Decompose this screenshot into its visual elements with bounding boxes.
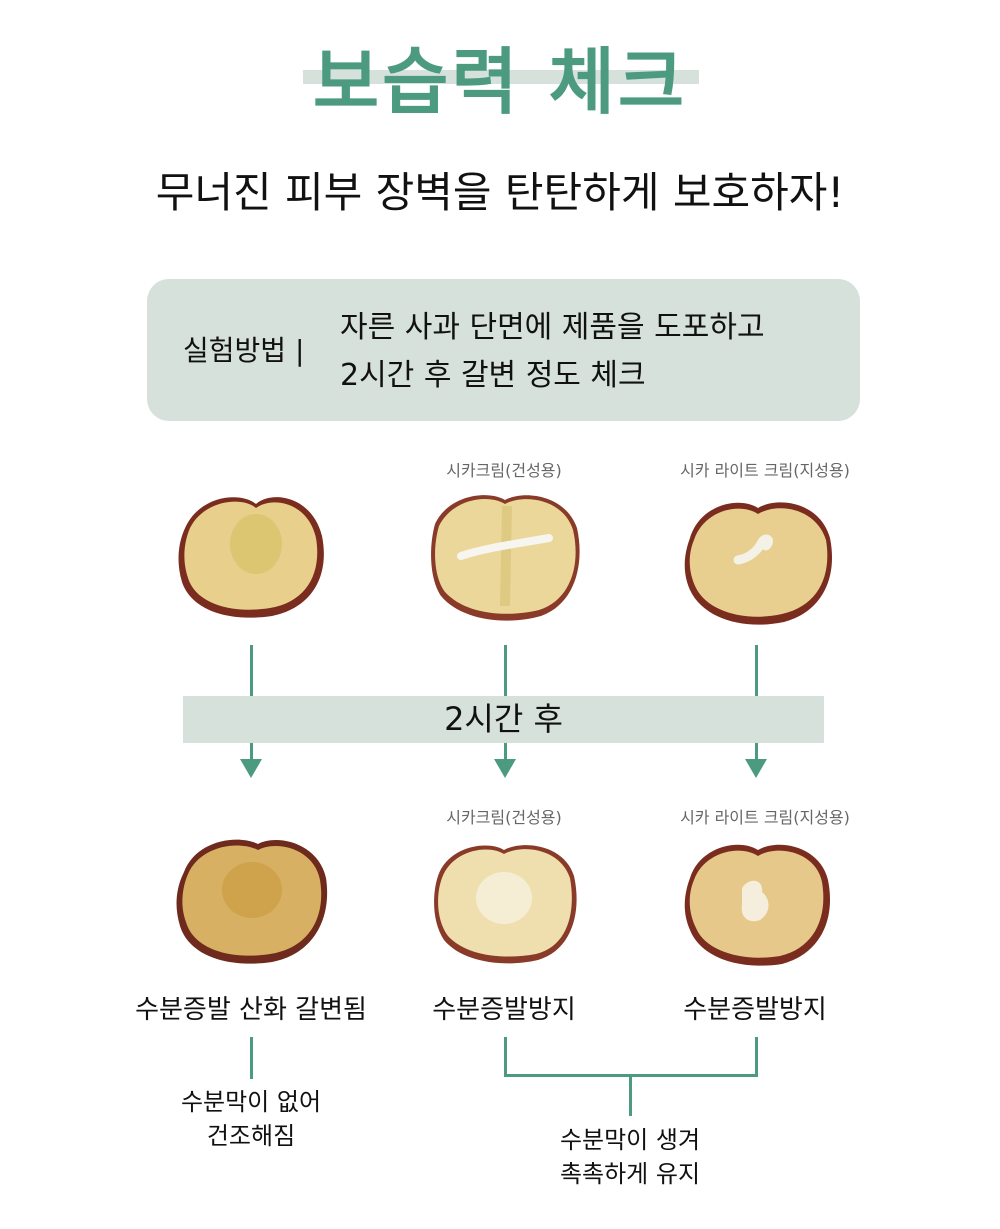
apple-after-control — [176, 839, 328, 964]
note-right: 수분막이 생겨 촉촉하게 유지 — [480, 1123, 780, 1191]
arrow-line-3-bottom — [755, 743, 758, 759]
after-two-hours-bar: 2시간 후 — [183, 696, 824, 743]
title-underline — [303, 70, 699, 84]
note-left: 수분막이 없어 건조해짐 — [101, 1085, 401, 1153]
result-oily: 수분증발방지 — [683, 995, 827, 1025]
note-left-line-2: 건조해짐 — [206, 1122, 296, 1150]
arrow-line-2-bottom — [504, 743, 507, 759]
apple-before-dry — [431, 495, 580, 621]
after-caption-dry: 시카크림(건성용) — [446, 808, 562, 827]
arrow-line-1-top — [250, 645, 253, 696]
apple-before-oily — [684, 502, 833, 625]
page-title: 보습력 체크 — [312, 40, 688, 124]
connector-oily — [755, 1037, 758, 1077]
connector-center — [629, 1074, 632, 1116]
connector-dry — [504, 1037, 507, 1077]
result-control: 수분증발 산화 갈변됨 — [135, 995, 367, 1025]
arrow-down-icon — [745, 759, 767, 778]
arrow-down-icon — [240, 759, 262, 778]
apple-after-oily — [684, 844, 831, 966]
title-block: 보습력 체크 — [0, 38, 1000, 126]
method-line-1: 자른 사과 단면에 제품을 도포하고 — [340, 310, 765, 345]
note-right-line-1: 수분막이 생겨 — [559, 1126, 701, 1154]
method-panel — [147, 279, 860, 421]
before-caption-oily: 시카 라이트 크림(지성용) — [680, 461, 850, 480]
apple-after-dry — [434, 845, 577, 964]
page-subtitle: 무너진 피부 장벽을 탄탄하게 보호하자! — [155, 168, 845, 217]
connector-left — [250, 1037, 253, 1079]
method-description: 자른 사과 단면에 제품을 도포하고 2시간 후 갈변 정도 체크 — [340, 304, 765, 400]
method-label: 실험방법 | — [183, 334, 305, 367]
arrow-line-3-top — [755, 645, 758, 696]
arrow-line-1-bottom — [250, 743, 253, 759]
note-left-line-1: 수분막이 없어 — [180, 1088, 322, 1116]
arrow-line-2-top — [504, 645, 507, 696]
apple-before-control — [178, 497, 324, 618]
note-right-line-2: 촉촉하게 유지 — [559, 1160, 701, 1188]
before-caption-dry: 시카크림(건성용) — [446, 461, 562, 480]
after-caption-oily: 시카 라이트 크림(지성용) — [680, 808, 850, 827]
arrow-down-icon — [494, 759, 516, 778]
method-line-2: 2시간 후 갈변 정도 체크 — [340, 358, 646, 393]
result-dry: 수분증발방지 — [432, 995, 576, 1025]
